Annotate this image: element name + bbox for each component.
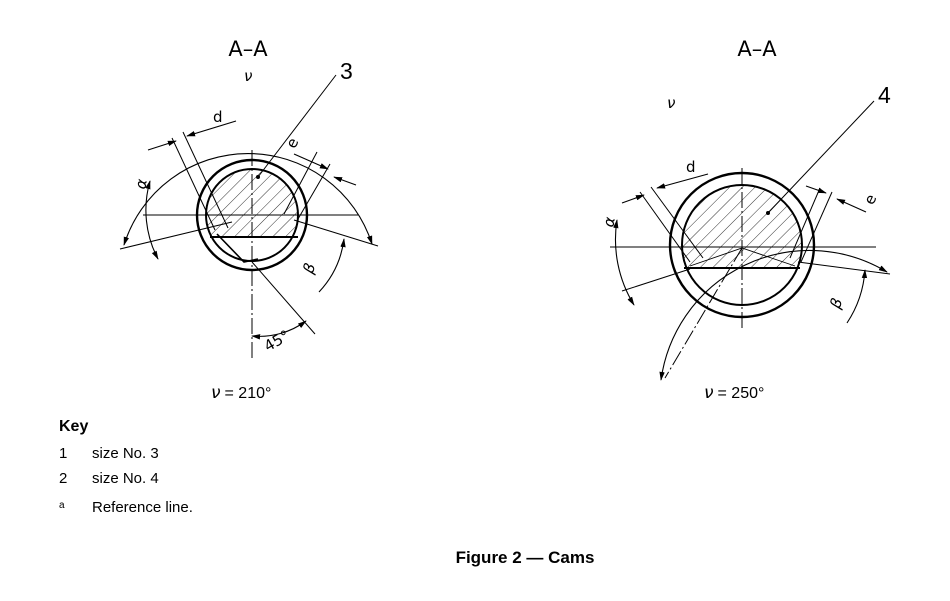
section-label-right: A–A bbox=[737, 37, 777, 61]
key-item-text: size No. 4 bbox=[92, 470, 159, 487]
caption-right: ν= 250° bbox=[704, 383, 764, 403]
key-item-footnote-marker: a bbox=[59, 500, 65, 511]
key-item-number: 1 bbox=[59, 445, 68, 462]
symbol-e-left: e bbox=[282, 135, 302, 151]
key-item-text: size No. 3 bbox=[92, 445, 159, 462]
caption-left: ν= 210° bbox=[211, 383, 271, 403]
angle-nu-arc-right bbox=[659, 249, 888, 381]
symbol-alpha-right: α bbox=[599, 216, 618, 229]
key-item: a Reference line. bbox=[59, 499, 193, 524]
symbol-beta-right: β bbox=[826, 295, 847, 311]
key-item-number: 2 bbox=[59, 470, 68, 487]
key-title: Key bbox=[59, 418, 89, 435]
key-item: 1 size No. 3 bbox=[59, 445, 193, 470]
symbol-d-left: d bbox=[213, 108, 223, 126]
symbol-d-right: d bbox=[686, 158, 696, 176]
cam-section-right: A–A ν d e bbox=[599, 37, 891, 403]
symbol-alpha-left: α bbox=[131, 178, 150, 191]
key-legend: Key 1 size No. 3 2 size No. 4 a Referenc… bbox=[59, 418, 193, 524]
symbol-beta-left: β bbox=[299, 260, 320, 276]
symbol-nu-left: ν bbox=[244, 67, 252, 85]
callout-4: 4 bbox=[878, 82, 891, 108]
section-label-left: A–A bbox=[228, 37, 268, 61]
symbol-e-right: e bbox=[860, 191, 880, 207]
symbol-nu-right: ν bbox=[667, 94, 675, 112]
cam-section-left: A–A bbox=[119, 37, 379, 403]
figure-title: Figure 2 — Cams bbox=[455, 548, 595, 567]
key-item: 2 size No. 4 bbox=[59, 470, 193, 495]
key-item-text: Reference line. bbox=[92, 499, 193, 516]
callout-3: 3 bbox=[340, 58, 353, 84]
